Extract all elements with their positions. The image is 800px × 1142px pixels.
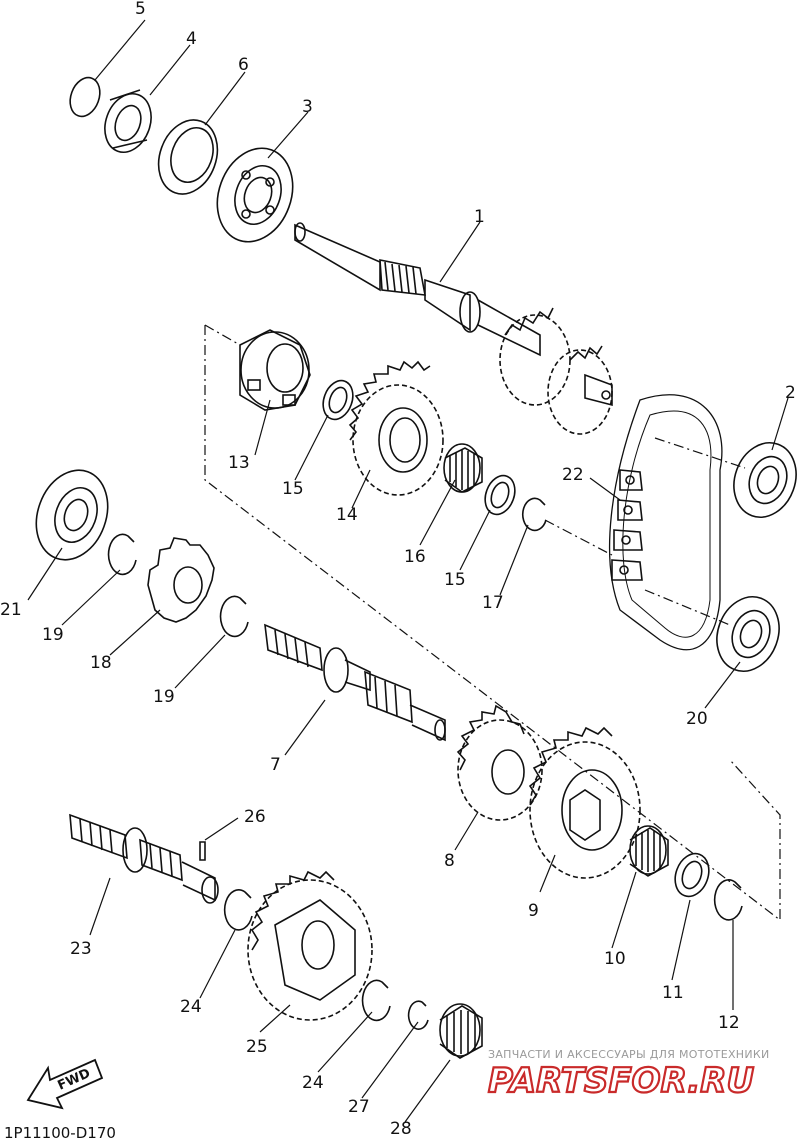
gear-9	[528, 726, 641, 879]
drive-axle	[264, 623, 446, 742]
fwd-arrow-icon: FWD	[26, 1058, 104, 1110]
part-label-26: 26	[244, 807, 266, 827]
part-label-25: 25	[246, 1037, 268, 1057]
part-label-21: 21	[0, 600, 22, 620]
washer-15a	[322, 379, 354, 421]
part-label-7: 7	[270, 755, 281, 775]
circlip-27	[407, 1000, 429, 1030]
watermark-tagline: ЗАПЧАСТИ И АКСЕССУАРЫ ДЛЯ МОТОТЕХНИКИ	[488, 1048, 770, 1061]
assembly-outline-top	[204, 324, 241, 346]
part-label-20: 20	[686, 709, 708, 729]
gear-8	[456, 704, 543, 821]
gear-14	[348, 360, 444, 496]
dog-hub	[239, 329, 311, 411]
watermark-logo: PARTSFOR.RU	[488, 1061, 754, 1101]
circlip-12	[713, 879, 743, 921]
part-label-13: 13	[228, 453, 250, 473]
bearing-21	[35, 469, 109, 561]
part-label-5: 5	[135, 0, 146, 19]
part-label-27: 27	[348, 1097, 370, 1117]
oil-seal	[104, 89, 152, 153]
watermark: ЗАПЧАСТИ И АКСЕССУАРЫ ДЛЯ МОТОТЕХНИКИ PA…	[487, 1048, 770, 1102]
circlip-19a	[107, 533, 137, 576]
part-label-23: 23	[70, 939, 92, 959]
part-label-11: 11	[662, 983, 684, 1003]
circlip-17	[521, 497, 547, 532]
part-label-12: 12	[718, 1013, 740, 1033]
circlip-24b	[361, 979, 391, 1022]
leader-lines	[27, 19, 789, 1123]
part-label-3: 3	[302, 97, 313, 117]
bearing-2	[733, 442, 797, 518]
gear-25	[247, 870, 373, 1021]
needle-bearing-16	[443, 443, 483, 493]
o-ring	[69, 76, 101, 118]
part-label-2: 2	[785, 383, 796, 403]
needle-bearing-10	[629, 825, 669, 877]
part-label-4: 4	[186, 29, 197, 49]
needle-bearing-28	[439, 1003, 483, 1059]
drive-chain	[608, 394, 723, 651]
circlip-19b	[219, 595, 249, 638]
part-label-1: 1	[474, 207, 485, 227]
circlip-24a	[223, 889, 253, 931]
main-axle	[294, 222, 613, 435]
part-label-18: 18	[90, 653, 112, 673]
part-label-24a: 24	[180, 997, 202, 1017]
part-label-9: 9	[528, 901, 539, 921]
part-label-6: 6	[238, 55, 249, 75]
washer-15b	[484, 474, 516, 516]
bearing-20	[716, 596, 780, 672]
gear-18	[147, 537, 215, 623]
part-label-19b: 19	[153, 687, 175, 707]
diagram-code: 1P11100-D170	[4, 1124, 116, 1142]
bearing-3	[216, 147, 294, 243]
assembly-outline	[204, 325, 781, 922]
part-label-28: 28	[390, 1119, 412, 1139]
part-label-14: 14	[336, 505, 358, 525]
shaft-23	[69, 813, 219, 904]
part-label-15b: 15	[444, 570, 466, 590]
part-label-16: 16	[404, 547, 426, 567]
part-label-19a: 19	[42, 625, 64, 645]
pin-26	[199, 841, 206, 861]
axle-gear	[499, 307, 613, 435]
collar	[157, 119, 219, 195]
part-label-15a: 15	[282, 479, 304, 499]
washer-11	[674, 852, 710, 898]
part-label-22: 22	[562, 465, 584, 485]
part-label-10: 10	[604, 949, 626, 969]
part-label-8: 8	[444, 851, 455, 871]
part-label-24b: 24	[302, 1073, 324, 1093]
part-label-17: 17	[482, 593, 504, 613]
